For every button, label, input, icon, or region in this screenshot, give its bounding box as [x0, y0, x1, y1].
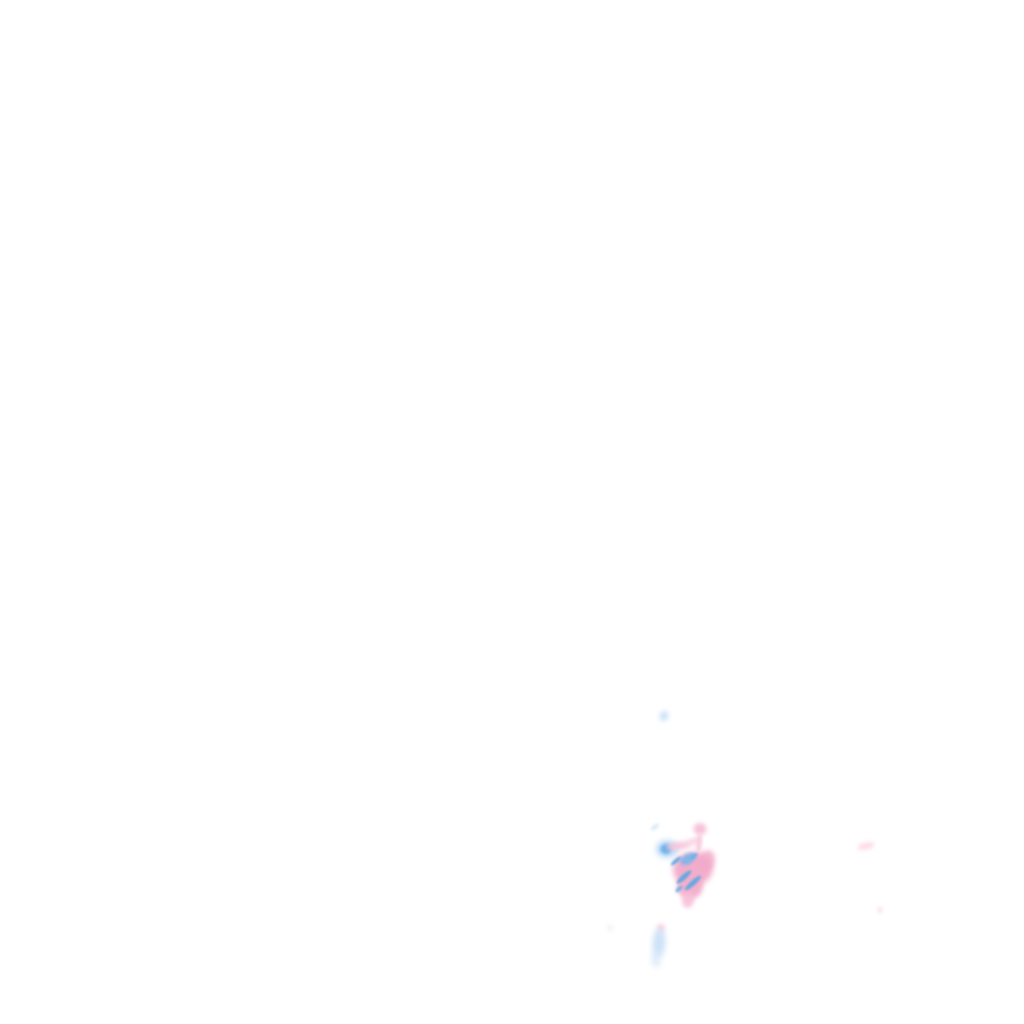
tip-pink-wisp: [657, 923, 665, 933]
stripe-blue-2: [683, 874, 703, 892]
patch-blue-top: [678, 850, 698, 868]
dash-blue-b: [689, 851, 699, 861]
dab-pink-right: [856, 840, 876, 852]
halo-blue-spot: [656, 840, 678, 858]
strand-pink: [695, 833, 703, 853]
tail-blue-bottom: [650, 951, 662, 969]
mass-pink-main: [670, 849, 716, 889]
speck-blue-upper: [657, 709, 671, 723]
core-blue-spot: [660, 844, 672, 854]
tendril-pink-a: [665, 840, 691, 852]
speck-blue-left: [607, 924, 613, 932]
dash-blue-c: [674, 884, 684, 894]
wisp-blue-bottom: [651, 927, 667, 959]
dash-blue-tiny: [649, 822, 661, 832]
dot-pink-top: [693, 823, 707, 835]
stripe-blue-1: [675, 868, 693, 886]
lobe-pink-right: [696, 848, 718, 872]
tip-pink-bottom: [680, 891, 696, 909]
tendril-pink-b: [683, 835, 701, 849]
dash-blue-a: [669, 855, 683, 867]
dot-pink-far: [877, 906, 883, 914]
mass-pink-lower: [677, 873, 703, 899]
